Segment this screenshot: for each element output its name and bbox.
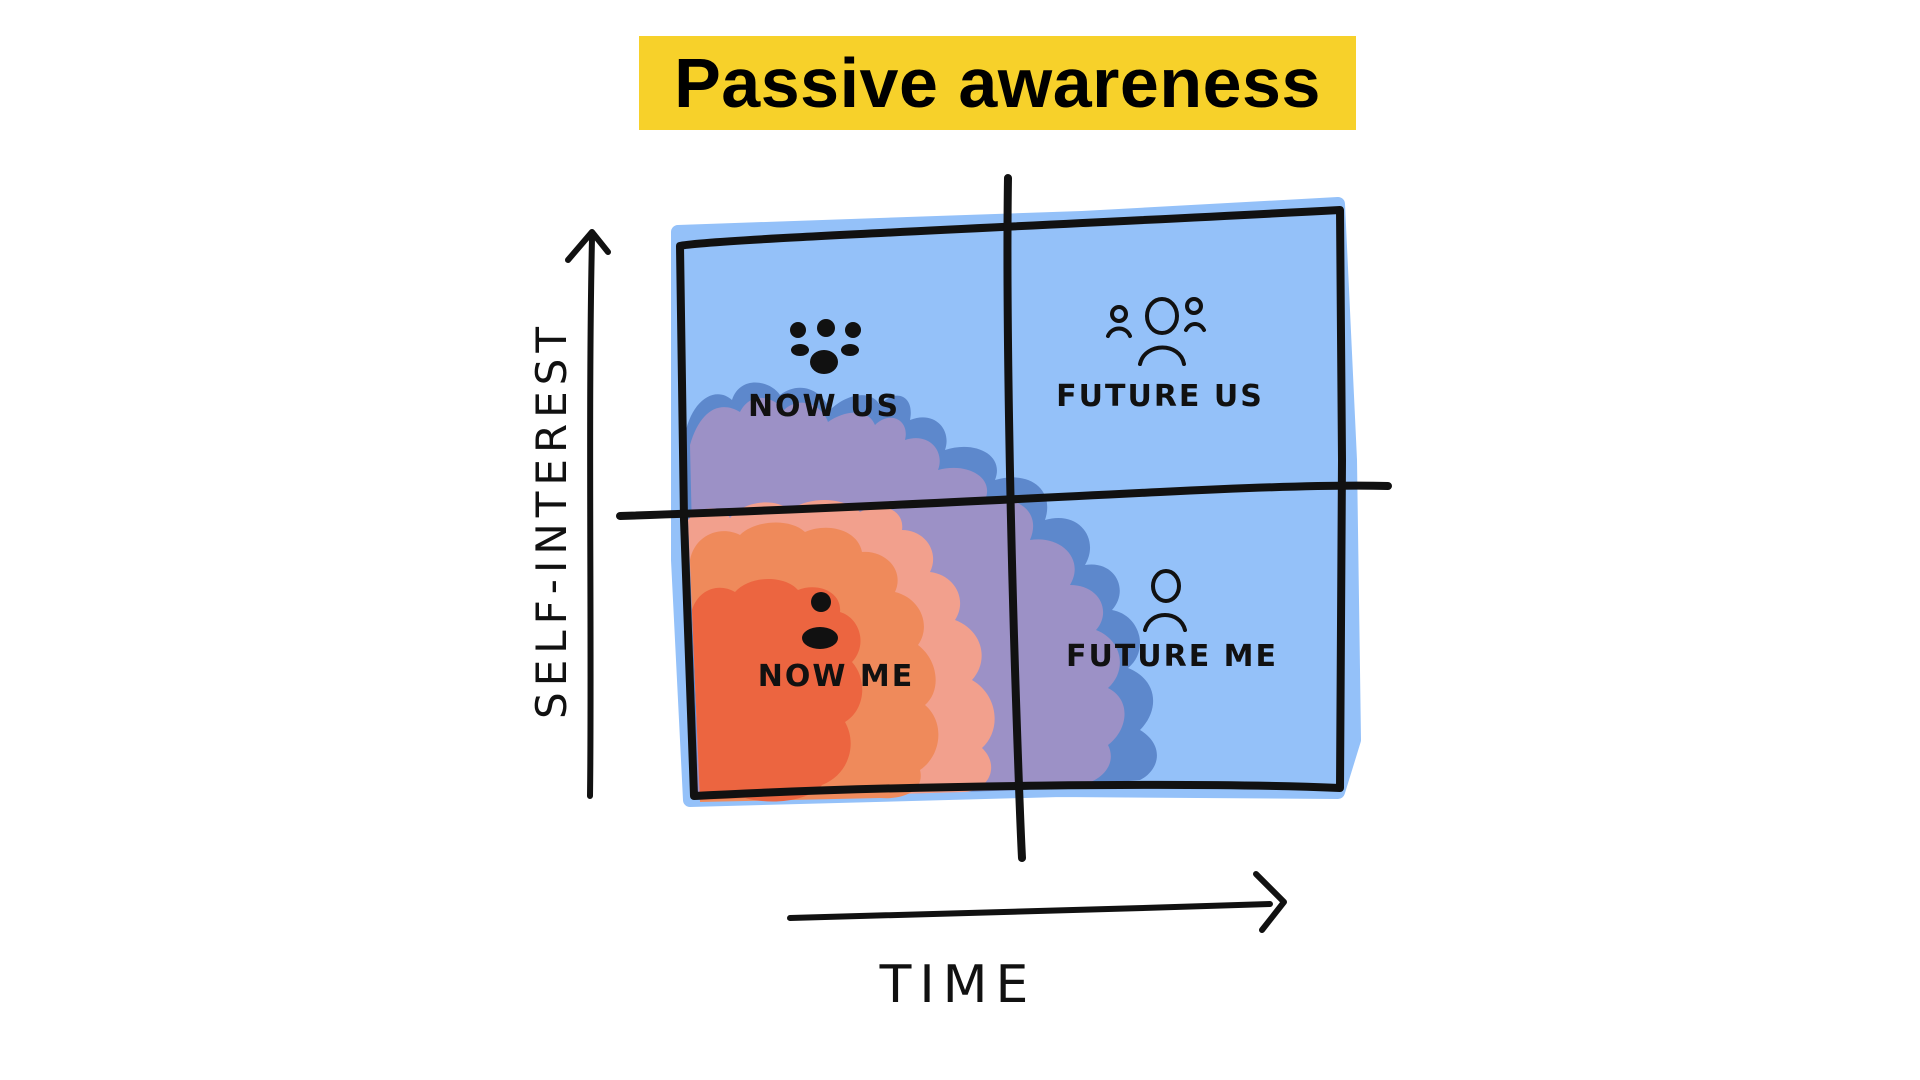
- quadrant-label-future-me: FUTURE ME: [1066, 639, 1278, 674]
- quadrant-label-now-me: NOW ME: [758, 659, 915, 694]
- x-axis-label: TIME: [879, 955, 1037, 1015]
- future-group-icon: [1106, 297, 1206, 366]
- y-axis-arrowhead: [565, 229, 611, 263]
- horizontal-divider: [616, 481, 1392, 520]
- grid-frame: [676, 206, 1346, 800]
- person-icon: [802, 592, 838, 649]
- title-banner: Passive awareness: [639, 36, 1356, 130]
- group-of-people-icon: [790, 319, 861, 374]
- x-axis-arrowhead: [1253, 871, 1287, 933]
- y-axis-label: SELF-INTEREST: [527, 321, 576, 719]
- y-axis-line: [587, 235, 595, 799]
- quadrant-label-now-us: NOW US: [748, 389, 900, 424]
- vertical-divider: [1003, 174, 1026, 862]
- future-person-icon: [1143, 569, 1187, 632]
- quadrant-label-future-us: FUTURE US: [1056, 379, 1264, 414]
- x-axis-line: [787, 901, 1273, 921]
- page-title: Passive awareness: [674, 44, 1321, 122]
